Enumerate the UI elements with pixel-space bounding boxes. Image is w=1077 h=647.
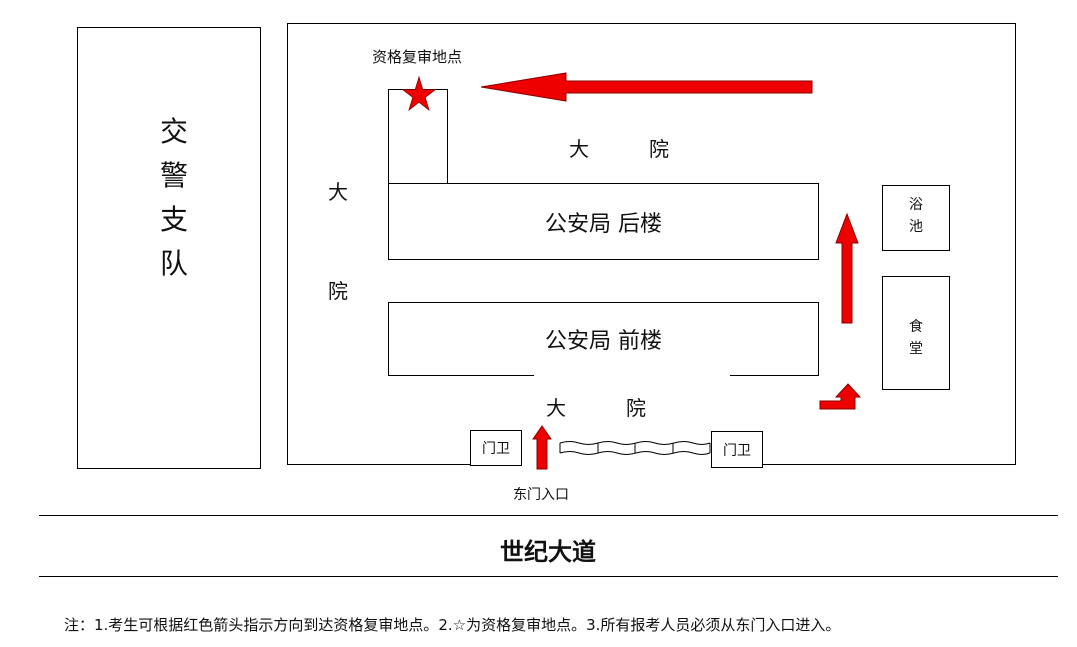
bath-house-label: 浴 池 xyxy=(898,194,934,238)
map-note: 注：1.考生可根据红色箭头指示方向到达资格复审地点。2.☆为资格复审地点。3.所… xyxy=(64,616,841,634)
front-building: 公安局 前楼 xyxy=(388,302,819,376)
guard-house-right: 门卫 xyxy=(711,431,763,468)
guard-house-left: 门卫 xyxy=(470,430,522,466)
canteen-label: 食 堂 xyxy=(898,316,934,360)
road-label: 世纪大道 xyxy=(500,537,596,566)
guard-house-right-label: 门卫 xyxy=(723,442,751,459)
canteen-char: 食 xyxy=(909,319,923,335)
bath-house xyxy=(882,185,950,251)
canteen-char: 堂 xyxy=(909,341,923,357)
traffic-police-label: 交 警 支 队 xyxy=(152,110,196,286)
sliding-gate xyxy=(559,441,711,455)
front-building-label: 公安局 前楼 xyxy=(545,329,662,354)
bath-house-char: 浴 xyxy=(909,197,923,213)
front-building-gap xyxy=(534,373,730,377)
bath-house-char: 池 xyxy=(909,219,923,235)
rear-building: 公安局 后楼 xyxy=(388,183,819,260)
gate-opening xyxy=(472,462,762,467)
courtyard-bottom-label: 大 院 xyxy=(546,396,646,420)
review-point-star-icon xyxy=(401,75,437,112)
traffic-police-building xyxy=(77,27,261,469)
arrow-to-review-point xyxy=(480,72,813,102)
canteen xyxy=(882,276,950,390)
road-bottom-line xyxy=(39,576,1058,577)
arrow-up-east-road xyxy=(835,212,859,324)
guard-house-left-label: 门卫 xyxy=(482,441,510,457)
review-point-label: 资格复审地点 xyxy=(372,48,463,66)
rear-building-label: 公安局 后楼 xyxy=(545,211,662,237)
traffic-police-char: 交 xyxy=(159,115,188,148)
arrow-entrance-up xyxy=(532,425,552,470)
road-top-line xyxy=(39,515,1058,516)
courtyard-left-char-2: 院 xyxy=(328,279,348,303)
east-entrance-label: 东门入口 xyxy=(513,487,569,503)
traffic-police-char: 警 xyxy=(159,159,188,192)
courtyard-top-label: 大 院 xyxy=(569,137,669,161)
arrow-turn-up xyxy=(819,383,862,410)
traffic-police-char: 队 xyxy=(159,247,188,280)
courtyard-left-char-1: 大 xyxy=(328,180,348,204)
traffic-police-char: 支 xyxy=(159,203,188,236)
